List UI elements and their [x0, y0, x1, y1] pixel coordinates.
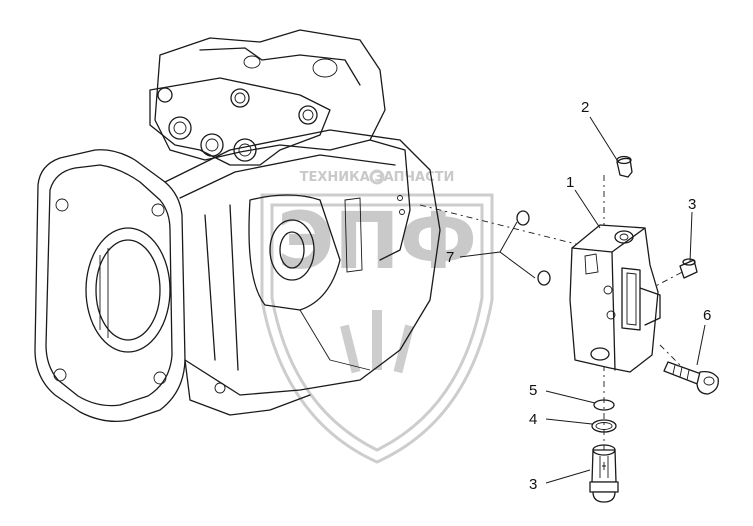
- callout-1: 1: [566, 174, 574, 191]
- part-plug-upper: [679, 258, 698, 279]
- callout-5: 5: [529, 382, 537, 399]
- part-o-ring-4: [591, 419, 617, 433]
- pump-housing: [34, 29, 441, 423]
- part-bolt: [663, 361, 719, 395]
- callout-leaders: [459, 116, 706, 484]
- part-o-ring-5: [593, 399, 615, 411]
- watermark-logo-text: ЭПФ: [277, 197, 477, 287]
- part-valve-block: [569, 224, 661, 373]
- callout-3-lower: 3: [529, 476, 537, 493]
- watermark-brand-text: ТЕХНИКА ЗАПЧАСТИ: [300, 170, 455, 185]
- callout-6: 6: [703, 307, 711, 324]
- callout-7: 7: [446, 249, 454, 266]
- callout-4: 4: [529, 411, 537, 428]
- callout-3-upper: 3: [688, 196, 696, 213]
- watermark-logo: ЭПФ ТЕХНИКА ЗАПЧАСТИ: [260, 169, 494, 464]
- wheat-icon: [340, 310, 414, 374]
- callout-2: 2: [581, 99, 589, 116]
- part-valve-cartridge: [589, 444, 619, 503]
- part-plug-small: [616, 155, 633, 178]
- part-o-rings-7: [516, 210, 551, 286]
- callout-labels: 1 2 3 7 6 5 4 3: [446, 99, 711, 493]
- gear-icon: [369, 169, 385, 185]
